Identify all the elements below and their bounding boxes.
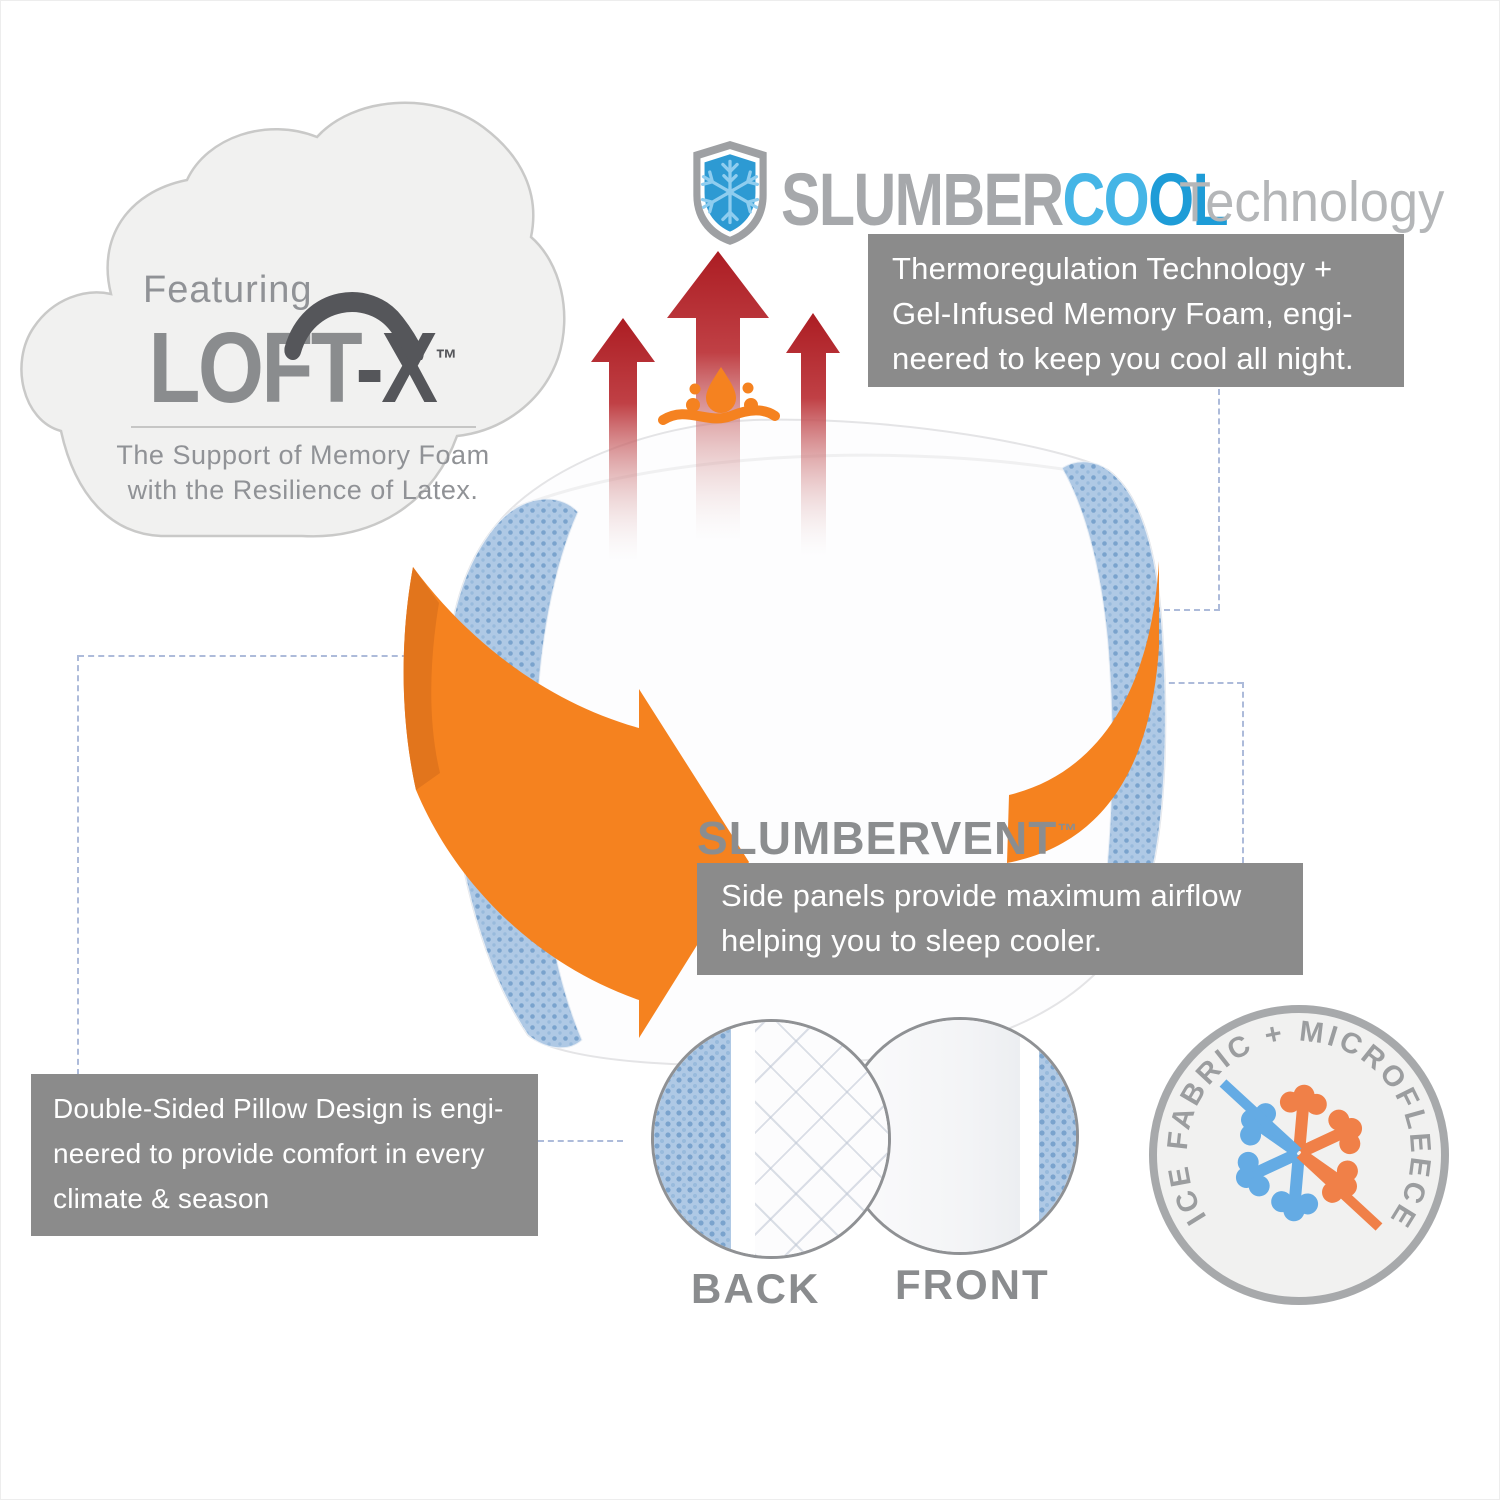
connector-vent-right-vertical <box>1242 682 1244 863</box>
connector-thermo-vertical <box>1218 389 1220 610</box>
shield-snowflake-icon <box>693 141 767 245</box>
thermo-line-3: neered to keep you cool all night. <box>892 341 1354 376</box>
back-fabric-circle <box>651 1019 891 1259</box>
loftx-wordmark: LOFT-X™ <box>142 292 465 418</box>
pillow-top-crease <box>512 453 1100 511</box>
brand-cool-part1: CO <box>1062 158 1150 241</box>
moisture-wicking-droplet-icon <box>658 367 780 425</box>
thermo-line-1: Thermoregulation Technology + <box>892 251 1333 286</box>
loftx-tm: ™ <box>435 343 458 374</box>
pillow-left-mesh-panel <box>446 498 583 1049</box>
slumbervent-title: SLUMBERVENT™ <box>697 811 1078 865</box>
slumbervent-tm: ™ <box>1057 820 1079 843</box>
brand-cool-part2: OL <box>1148 158 1229 241</box>
thermo-line-2: Gel-Infused Memory Foam, engi- <box>892 296 1353 331</box>
back-mesh-band <box>654 1022 732 1256</box>
slumbervent-line-2: helping you to sleep cooler. <box>721 923 1103 958</box>
back-white-strip <box>731 1022 755 1256</box>
connector-left-horizontal <box>78 655 418 657</box>
double-sided-line-2: neered to provide comfort in every <box>53 1138 485 1169</box>
double-sided-line-1: Double-Sided Pillow Design is engi- <box>53 1093 504 1124</box>
front-mesh-band <box>1038 1020 1076 1252</box>
slumbervent-title-text: SLUMBERVENT <box>697 812 1058 864</box>
double-sided-line-3: climate & season <box>53 1183 270 1214</box>
connector-back-circle <box>538 1140 623 1142</box>
badge-graphic: ICE FABRIC + MICROFLEECE <box>1162 1015 1433 1235</box>
brand-slumber: SLUMBER <box>781 158 1064 241</box>
connector-vent-left-vertical <box>473 807 475 905</box>
back-label: BACK <box>691 1265 821 1312</box>
connector-thermo-horizontal <box>1134 609 1220 611</box>
rising-heat-arrows-icon <box>591 251 840 561</box>
double-sided-box: Double-Sided Pillow Design is engi- neer… <box>31 1074 538 1236</box>
front-white-strip <box>1020 1020 1039 1252</box>
cloud-divider <box>130 426 476 428</box>
slumbervent-line-1: Side panels provide maximum airflow <box>721 878 1242 913</box>
ice-fabric-microfleece-badge: ICE FABRIC + MICROFLEECE <box>1149 1005 1449 1305</box>
thermoregulation-box: Thermoregulation Technology + Gel-Infuse… <box>868 234 1404 387</box>
loftx-tagline-line1: The Support of Memory Foam <box>116 440 490 470</box>
loftx-tagline-line2: with the Resilience of Latex. <box>127 475 479 506</box>
loftx-callout: Featuring LOFT-X™ The Support of Memory … <box>113 269 493 508</box>
connector-vent-right-horizontal <box>1091 682 1243 684</box>
loftx-swoosh <box>284 292 424 360</box>
brand-wordmark: SLUMBERCOOL <box>781 157 1229 242</box>
front-label: FRONT <box>895 1261 1050 1308</box>
back-quilted-fabric <box>754 1022 888 1256</box>
connector-left-vertical <box>77 655 79 1075</box>
brand-suffix: Technology <box>1179 170 1445 234</box>
dual-temperature-snowflake-icon <box>1219 1079 1383 1231</box>
connector-vent-left-horizontal <box>473 903 699 905</box>
slumbervent-box: Side panels provide maximum airflow help… <box>697 863 1303 975</box>
